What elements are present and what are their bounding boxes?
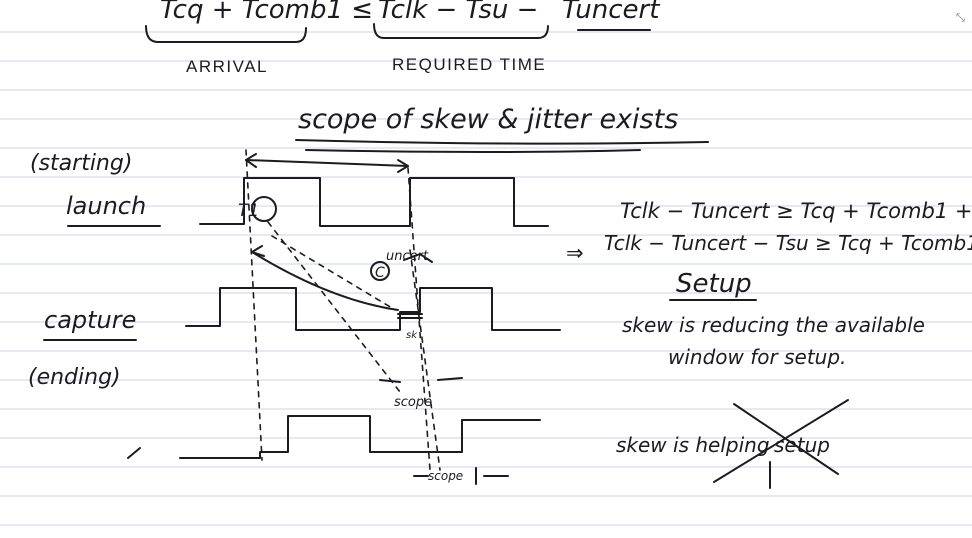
arrival-arrowhead xyxy=(251,245,265,257)
equation-2: Tclk − Tuncert − Tsu ≥ Tcq + Tcomb1 xyxy=(604,231,972,255)
scope-mark-2: scope xyxy=(428,469,463,483)
required-brace xyxy=(373,23,549,39)
clock-period-arrow xyxy=(245,159,409,167)
required-expression: Tclk − Tsu − xyxy=(378,0,538,25)
capture-label: capture xyxy=(44,306,136,334)
title-underline xyxy=(295,139,709,145)
ruled-lines xyxy=(0,31,972,526)
launch-label: launch xyxy=(66,192,146,220)
period-arrowhead-right xyxy=(397,159,409,173)
c-mark: C xyxy=(375,265,385,281)
t1-circle-marker xyxy=(251,196,277,222)
data-path-guide xyxy=(267,221,401,393)
required-caption: REQUIRED TIME xyxy=(392,55,546,74)
setup-heading: Setup xyxy=(676,269,752,299)
equation-1: Tclk − Tuncert ≥ Tcq + Tcomb1 + Tsu xyxy=(620,199,972,223)
uncert-bracket xyxy=(403,253,433,263)
cross-out-stroke-2 xyxy=(713,399,849,483)
arrival-arrow xyxy=(251,251,399,311)
crossed-note-start: skew is helping xyxy=(616,433,770,457)
scope-arrow-right xyxy=(437,377,463,381)
uncertainty-guide xyxy=(409,249,441,471)
scope-mark-1: scope xyxy=(394,395,432,410)
t1-mark: T1 xyxy=(238,201,259,221)
uncert-mark: uncert xyxy=(386,249,429,264)
equation-arrow: ⇒ xyxy=(566,241,584,265)
scope-arrow-left xyxy=(379,379,401,383)
uncertainty-term: Tuncert xyxy=(562,0,660,25)
capture-edge-guide xyxy=(407,167,431,471)
period-arrowhead-left xyxy=(245,153,257,168)
capture-note: (ending) xyxy=(28,365,121,390)
launch-clock-waveform xyxy=(199,177,549,227)
note-line-2: window for setup. xyxy=(668,345,846,369)
launch-note: (starting) xyxy=(30,151,132,176)
launch-edge-guide xyxy=(245,149,263,461)
resize-arrow-icon[interactable]: ⤡ xyxy=(956,11,965,24)
skew-mark: sk xyxy=(406,330,418,341)
arrival-guide xyxy=(271,235,393,309)
arrival-caption: ARRIVAL xyxy=(186,57,268,76)
title-underline-2 xyxy=(305,149,641,153)
jitter-clock-waveform xyxy=(179,415,541,459)
arrival-brace xyxy=(145,25,307,43)
note-line-1: skew is reducing the available xyxy=(622,313,925,337)
capture-clock-waveform xyxy=(185,287,561,331)
arrival-expression: Tcq + Tcomb1 ≤ xyxy=(160,0,373,25)
tick-mark xyxy=(127,447,141,459)
page-title: scope of skew & jitter exists xyxy=(298,104,678,135)
c-circle-marker xyxy=(370,261,390,281)
